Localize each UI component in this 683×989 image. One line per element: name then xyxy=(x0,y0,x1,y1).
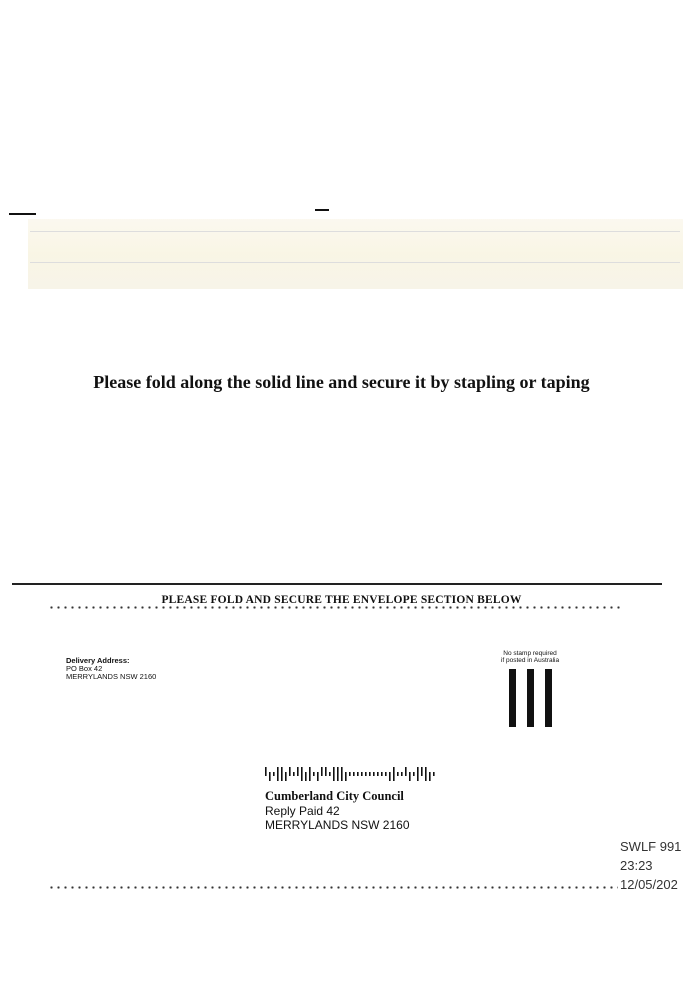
addressee-block: Cumberland City Council Reply Paid 42 ME… xyxy=(265,767,435,832)
postage-note: No stamp required if posted in Australia xyxy=(480,650,580,664)
fold-mark xyxy=(9,213,36,215)
addressee-line: Reply Paid 42 xyxy=(265,804,340,818)
addressee-name: Cumberland City Council xyxy=(265,789,404,803)
postage-line: if posted in Australia xyxy=(500,657,560,664)
dotted-line xyxy=(48,606,622,609)
tape-edge xyxy=(30,262,680,263)
dotted-line xyxy=(48,886,618,889)
postage-line: No stamp required xyxy=(503,650,557,657)
barcode-icon xyxy=(265,767,435,781)
scan-code: SWLF 991 xyxy=(620,839,682,854)
scan-stamp: SWLF 991 23:23 12/05/202 xyxy=(620,837,681,894)
delivery-line: MERRYLANDS NSW 2160 xyxy=(66,672,157,681)
tape-strip xyxy=(28,219,683,289)
delivery-label: Delivery Address: xyxy=(66,656,130,665)
delivery-line: PO Box 42 xyxy=(66,664,103,673)
fold-instruction: Please fold along the solid line and sec… xyxy=(93,372,590,392)
fold-mark xyxy=(315,209,329,211)
postage-bars-icon xyxy=(509,669,552,727)
addressee-line: MERRYLANDS NSW 2160 xyxy=(265,818,410,832)
solid-fold-line xyxy=(12,583,662,585)
fold-heading: PLEASE FOLD AND SECURE THE ENVELOPE SECT… xyxy=(161,594,522,606)
tape-edge xyxy=(30,231,680,232)
scan-date: 12/05/202 xyxy=(620,877,678,892)
delivery-address: Delivery Address: PO Box 42 MERRYLANDS N… xyxy=(66,657,156,681)
scan-time: 23:23 xyxy=(620,858,653,873)
